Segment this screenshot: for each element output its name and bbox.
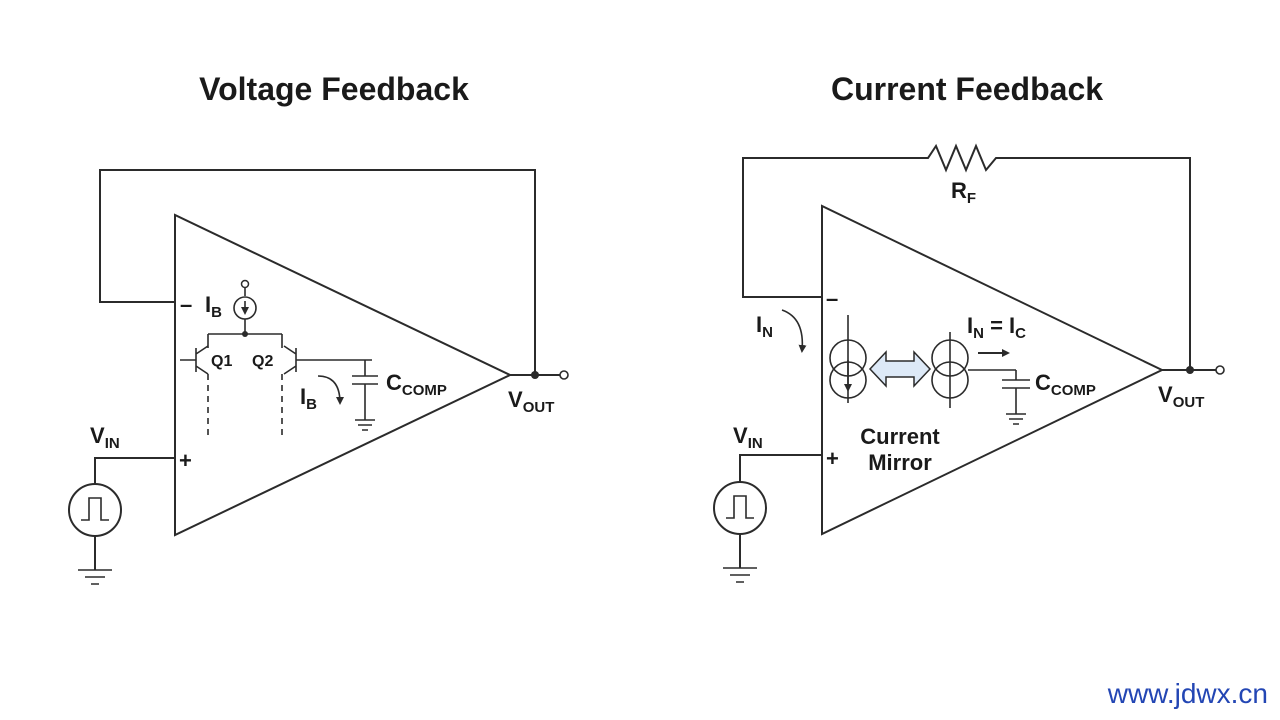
left-pulse-source [68,483,122,537]
right-mirror-source-right [931,339,969,377]
right-rf-label: RF [951,178,976,207]
left-q1-label: Q1 [211,353,232,370]
right-feedback-wire-rf [742,143,1191,370]
right-output-terminal [1215,365,1225,375]
left-q2-label: Q2 [252,353,273,370]
left-q2-transistor [283,345,372,375]
left-ccomp-label: CCOMP [386,370,447,399]
right-in-label: IN [756,312,773,341]
left-vout-label: VOUT [508,387,554,416]
right-ground-icon [723,567,757,583]
left-ib-arrow [317,375,344,405]
right-pulse-source [713,481,767,535]
right-opamp-triangle [821,204,1165,536]
left-output-terminal [559,370,569,380]
watermark-text: www.jdwx.cn [1107,678,1268,709]
left-ib-label: IB [300,384,317,413]
right-pulse-icon [726,495,754,519]
left-opamp-triangle [174,213,513,537]
right-plus-label: + [826,446,839,471]
left-input-wire [94,457,175,484]
right-mirror-label-line2: Mirror [868,450,932,475]
left-output-node [531,371,539,379]
left-q1-transistor [180,345,209,375]
left-ground-icon [78,569,112,585]
left-minus-label: – [180,292,192,317]
left-vin-label: VIN [90,423,120,452]
right-title: Current Feedback [831,71,1103,107]
right-in-arrow [781,309,807,353]
left-pulse-icon [81,497,109,521]
left-plus-label: + [179,448,192,473]
right-in-ic-label: IN = IC [967,313,1026,342]
right-vin-label: VIN [733,423,763,452]
right-vout-label: VOUT [1158,382,1204,411]
left-feedback-wire [99,169,536,375]
right-minus-label: – [826,286,838,311]
right-input-wire [739,454,822,482]
right-mirror-label-line1: Current [860,424,940,449]
right-ccomp-capacitor [1002,370,1030,425]
left-title: Voltage Feedback [199,71,469,107]
left-ib-top-label: IB [205,292,222,321]
right-mirror-double-arrow-icon [868,350,932,388]
left-ccomp-capacitor [352,360,378,431]
right-ccomp-label: CCOMP [1035,370,1096,399]
right-output-node [1186,366,1194,374]
